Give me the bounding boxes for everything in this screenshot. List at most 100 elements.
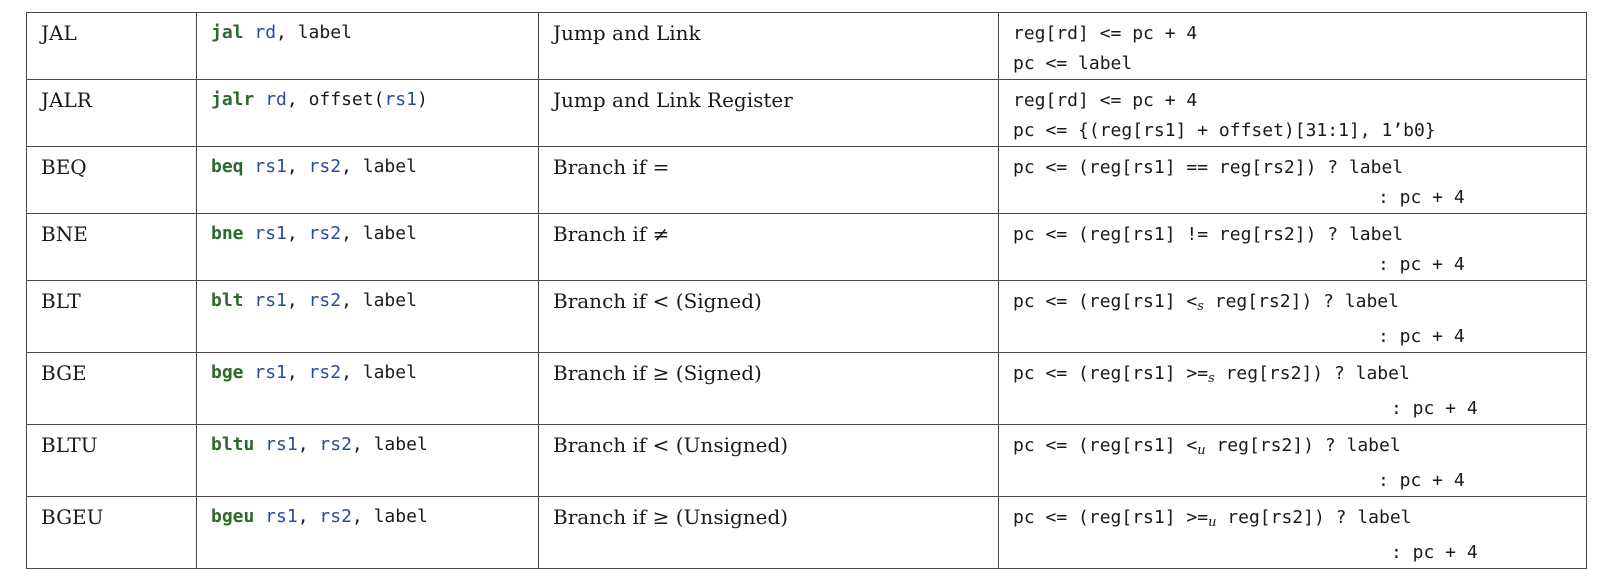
semantics-condition: pc <= (reg[rs1] != reg[rs2]) ? label <box>1013 224 1404 245</box>
operand-register: rs2 <box>308 290 342 311</box>
description-cell: Branch if ≥ (Unsigned) <box>538 496 999 569</box>
semantics-target: reg[rs2]) ? label <box>1216 507 1412 528</box>
instruction-name: BEQ <box>41 155 87 179</box>
operand-text: , label <box>341 290 417 311</box>
semantics-condition: pc <= (reg[rs1] >= <box>1013 507 1209 528</box>
semantics-else-line: : pc + 4 <box>1378 187 1465 208</box>
syntax-cell: jal rd, label <box>196 12 539 80</box>
semantics-cell: pc <= (reg[rs1] <u reg[rs2]) ? label: pc… <box>998 424 1587 497</box>
syntax: jal rd, label <box>211 22 352 43</box>
syntax: bltu rs1, rs2, label <box>211 434 428 455</box>
operand-text: , label <box>351 434 428 455</box>
description: Branch if ≥ (Signed) <box>553 361 762 385</box>
operand-register: rd <box>254 22 277 43</box>
table-row: JALR jalr rd, offset(rs1) Jump and Link … <box>26 79 1587 147</box>
operand-register: rs2 <box>308 362 342 383</box>
semantics-condition: pc <= (reg[rs1] < <box>1013 435 1198 456</box>
semantics-line: reg[rd] <= pc + 4 <box>1013 90 1198 111</box>
semantics-line: pc <= label <box>1013 53 1133 74</box>
operand-text: , <box>286 156 309 177</box>
operand-register: rs1 <box>254 290 287 311</box>
instruction-name-cell: BLTU <box>26 424 197 497</box>
syntax-cell: bge rs1, rs2, label <box>196 352 539 425</box>
operand-text: , <box>286 362 309 383</box>
semantics-condition: pc <= (reg[rs1] < <box>1013 291 1198 312</box>
operand-register: rs2 <box>308 223 342 244</box>
semantics-cell: pc <= (reg[rs1] >=s reg[rs2]) ? label: p… <box>998 352 1587 425</box>
operand-register: rs1 <box>384 89 417 110</box>
description: Jump and Link Register <box>553 88 793 112</box>
mnemonic: blt <box>211 290 244 311</box>
operand-register: rs1 <box>265 434 298 455</box>
description: Branch if ≥ (Unsigned) <box>553 505 789 529</box>
semantics-target: reg[rs2]) ? label <box>1203 291 1399 312</box>
description-cell: Jump and Link <box>538 12 999 80</box>
instruction-name-cell: BEQ <box>26 146 197 214</box>
syntax: bgeu rs1, rs2, label <box>211 506 428 527</box>
operand-register: rs1 <box>254 362 287 383</box>
semantics-cell: pc <= (reg[rs1] >=u reg[rs2]) ? label: p… <box>998 496 1587 569</box>
semantics-line: pc <= (reg[rs1] >=u reg[rs2]) ? label <box>1013 503 1572 538</box>
semantics-condition: pc <= (reg[rs1] >= <box>1013 363 1209 384</box>
mnemonic: bne <box>211 223 244 244</box>
instruction-name: BGEU <box>41 505 104 529</box>
operator-subscript: u <box>1197 443 1206 458</box>
syntax: bge rs1, rs2, label <box>211 362 417 383</box>
description-cell: Branch if ≥ (Signed) <box>538 352 999 425</box>
semantics-cell: pc <= (reg[rs1] <s reg[rs2]) ? label: pc… <box>998 280 1587 353</box>
operand-register: rs1 <box>254 223 287 244</box>
mnemonic: bge <box>211 362 244 383</box>
syntax-cell: bne rs1, rs2, label <box>196 213 539 281</box>
operand-register: rs2 <box>319 434 352 455</box>
operator-subscript: s <box>1208 371 1215 386</box>
operand-text: , label <box>351 506 428 527</box>
description: Branch if ≠ <box>553 222 670 246</box>
semantics-target: reg[rs2]) ? label <box>1205 435 1401 456</box>
instruction-name-cell: JALR <box>26 79 197 147</box>
table-row: JAL jal rd, label Jump and Link reg[rd] … <box>26 12 1587 80</box>
instruction-name: BGE <box>41 361 87 385</box>
instruction-name-cell: BLT <box>26 280 197 353</box>
instruction-name: BNE <box>41 222 88 246</box>
operand-text: , label <box>341 156 417 177</box>
table-row: BGEU bgeu rs1, rs2, label Branch if ≥ (Uns… <box>26 496 1587 569</box>
semantics-cell: reg[rd] <= pc + 4 pc <= label <box>998 12 1587 80</box>
syntax-cell: bgeu rs1, rs2, label <box>196 496 539 569</box>
syntax-cell: beq rs1, rs2, label <box>196 146 539 214</box>
operand-text: , offset( <box>286 89 385 110</box>
operand-register: rs2 <box>319 506 352 527</box>
semantics-target: reg[rs2]) ? label <box>1214 363 1410 384</box>
semantics-line: pc <= (reg[rs1] <u reg[rs2]) ? label <box>1013 431 1572 466</box>
operand-text: , <box>297 506 320 527</box>
instruction-name: BLTU <box>41 433 98 457</box>
table-row: BLTU bltu rs1, rs2, label Branch if < (Uns… <box>26 424 1587 497</box>
semantics-line: pc <= (reg[rs1] == reg[rs2]) ? label <box>1013 153 1572 183</box>
description: Branch if < (Signed) <box>553 289 762 313</box>
semantics-cell: pc <= (reg[rs1] == reg[rs2]) ? label : pc… <box>998 146 1587 214</box>
syntax-cell: blt rs1, rs2, label <box>196 280 539 353</box>
instruction-name: BLT <box>41 289 81 313</box>
instruction-name-cell: BGEU <box>26 496 197 569</box>
table-row: BEQ beq rs1, rs2, label Branch if = pc <= (… <box>26 146 1587 214</box>
operand-register: rs1 <box>254 156 287 177</box>
mnemonic: jalr <box>211 89 255 110</box>
instruction-name-cell: BGE <box>26 352 197 425</box>
instruction-name: JAL <box>41 21 77 45</box>
operand-text: , <box>286 223 309 244</box>
operand-register: rd <box>265 89 287 110</box>
description: Jump and Link <box>553 21 701 45</box>
semantics-cell: pc <= (reg[rs1] != reg[rs2]) ? label: pc… <box>998 213 1587 281</box>
operand-text: , <box>297 434 320 455</box>
description-cell: Branch if < (Unsigned) <box>538 424 999 497</box>
syntax: blt rs1, rs2, label <box>211 290 417 311</box>
instruction-name-cell: JAL <box>26 12 197 80</box>
instruction-name-cell: BNE <box>26 213 197 281</box>
operand-register: rs2 <box>308 156 342 177</box>
semantics-line: reg[rd] <= pc + 4 <box>1013 23 1198 44</box>
description: Branch if = <box>553 155 670 179</box>
description-cell: Jump and Link Register <box>538 79 999 147</box>
operand-text: , label <box>276 22 352 43</box>
table-row: BLT blt rs1, rs2, label Branch if < (Signe… <box>26 280 1587 353</box>
description-cell: Branch if ≠ <box>538 213 999 281</box>
